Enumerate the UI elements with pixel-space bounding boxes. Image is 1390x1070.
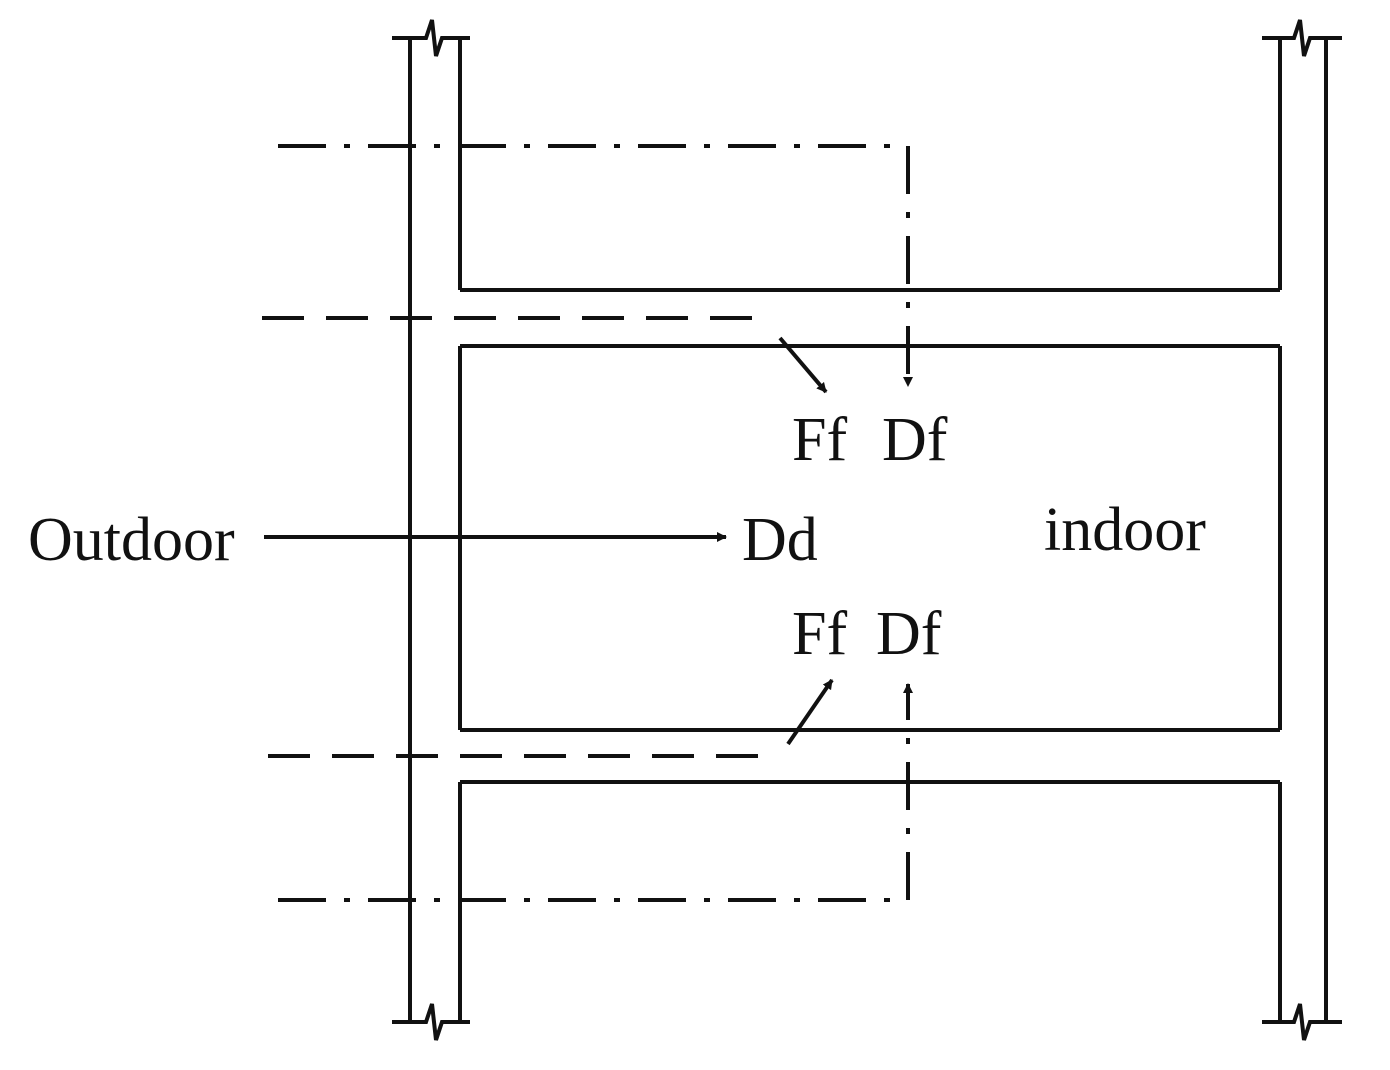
upper-ff-label: Ff — [792, 406, 847, 474]
df-flanking-paths — [278, 144, 913, 902]
right-wall-bottom-break-symbol — [1262, 1003, 1342, 1041]
arrows — [264, 336, 834, 746]
indoor-label: indoor — [1044, 496, 1206, 564]
right-wall-top-break-symbol — [1262, 19, 1342, 57]
lower-df-label: Df — [876, 600, 942, 668]
left-wall-bottom-break-symbol — [392, 1003, 470, 1041]
ff-flanking-paths — [262, 316, 772, 758]
upper-ff-arrow — [778, 336, 828, 394]
direct-transmission-label: Dd — [742, 506, 818, 574]
upper-df-label: Df — [882, 406, 948, 474]
floor-slabs — [460, 288, 1280, 784]
outdoor-label: Outdoor — [28, 506, 235, 574]
left-wall-top-break-symbol — [392, 19, 470, 57]
lower-ff-label: Ff — [792, 600, 847, 668]
left-facade-wall — [392, 19, 470, 1041]
right-wall — [1262, 19, 1342, 1041]
lower-ff-arrow — [786, 678, 834, 746]
